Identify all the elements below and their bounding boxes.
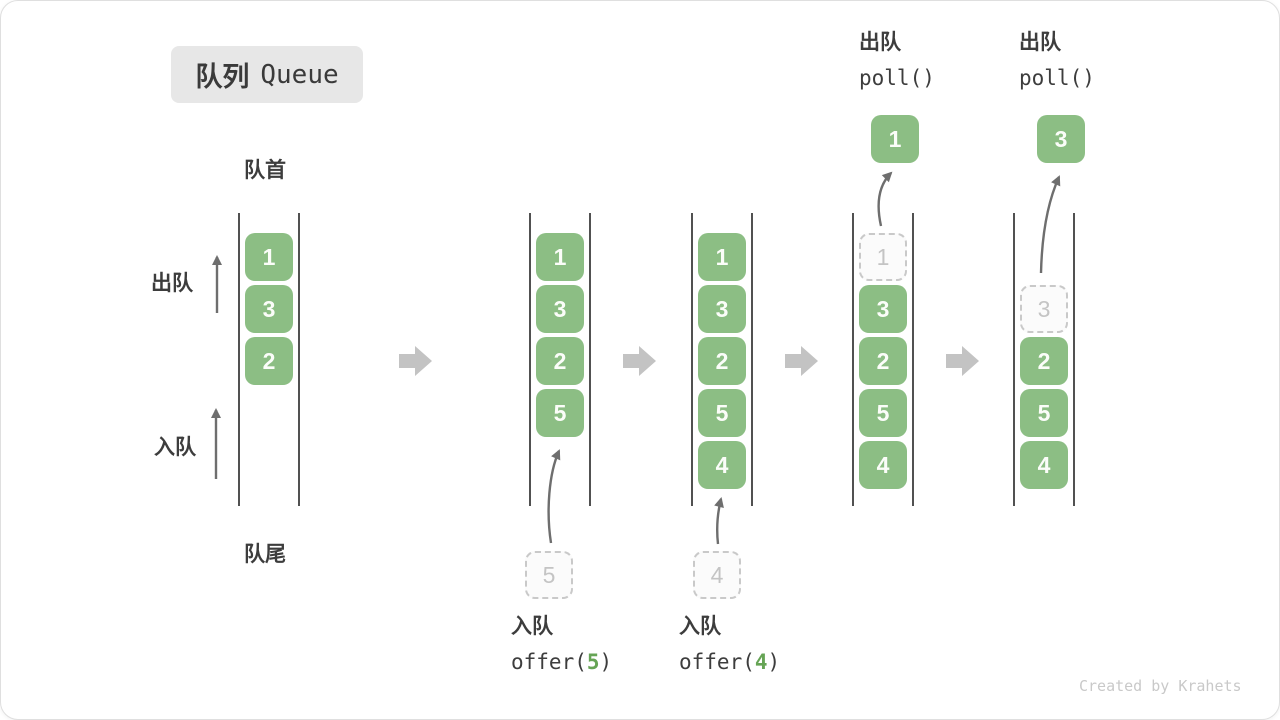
queue-box: 3: [859, 285, 907, 333]
queue-wall-left: [238, 213, 240, 506]
label-dequeue: 出队: [151, 272, 193, 295]
code-close: ): [599, 650, 613, 674]
right-block-arrow-icon: [399, 346, 432, 376]
enqueue-4-arrow-icon: [714, 497, 724, 545]
queue-box: 5: [1020, 389, 1068, 437]
queue-box: 4: [859, 441, 907, 489]
incoming-ghost-box: 5: [525, 551, 573, 599]
queue-box: 3: [536, 285, 584, 333]
queue-box: 3: [698, 285, 746, 333]
queue-wall-right: [1073, 213, 1075, 506]
operation-caption: 入队 offer(4): [679, 615, 780, 675]
code-arg: 4: [754, 650, 768, 674]
label-queue-rear: 队尾: [244, 543, 286, 566]
title-badge: 队列 Queue: [171, 46, 363, 103]
right-block-arrow-icon: [946, 346, 979, 376]
queue-wall-right: [912, 213, 914, 506]
queue-box: 2: [859, 337, 907, 385]
queue-box: 2: [698, 337, 746, 385]
code-arg: 5: [586, 650, 600, 674]
queue-wall-right: [589, 213, 591, 506]
title-en: Queue: [260, 59, 339, 90]
queue-box: 5: [698, 389, 746, 437]
queue-box: 2: [1020, 337, 1068, 385]
queue-wall-right: [298, 213, 300, 506]
queue-box: 4: [1020, 441, 1068, 489]
queue-box: 4: [698, 441, 746, 489]
operation-code: poll(): [859, 66, 935, 90]
operation-caption: 出队 poll(): [1019, 31, 1095, 91]
queue-wall-right: [751, 213, 753, 506]
operation-label: 出队: [859, 31, 901, 54]
operation-label: 入队: [679, 615, 721, 638]
operation-code: offer(5): [511, 649, 612, 675]
queue-box: 1: [698, 233, 746, 281]
operation-label: 出队: [1019, 31, 1061, 54]
queue-wall-left: [529, 213, 531, 506]
title-zh: 队列: [195, 62, 250, 92]
dequeue-1-arrow-icon: [877, 171, 893, 227]
dequeued-ghost-box: 1: [859, 233, 907, 281]
queue-box: 2: [536, 337, 584, 385]
popped-box: 1: [871, 115, 919, 163]
enqueue-5-arrow-icon: [547, 449, 561, 544]
queue-wall-left: [1013, 213, 1015, 506]
right-block-arrow-icon: [623, 346, 656, 376]
right-block-arrow-icon: [785, 346, 818, 376]
code-fn: offer(: [511, 650, 587, 674]
watermark: Created by Krahets: [1079, 677, 1242, 695]
code-close: ): [767, 650, 781, 674]
operation-code: poll(): [1019, 66, 1095, 90]
label-queue-front: 队首: [244, 159, 286, 182]
queue-box: 1: [536, 233, 584, 281]
operation-caption: 出队 poll(): [859, 31, 935, 91]
queue-box: 2: [245, 337, 293, 385]
code-fn: offer(: [679, 650, 755, 674]
operation-caption: 入队 offer(5): [511, 615, 612, 675]
operation-label: 入队: [511, 615, 553, 638]
operation-code: offer(4): [679, 649, 780, 675]
queue-wall-left: [691, 213, 693, 506]
incoming-ghost-box: 4: [693, 551, 741, 599]
queue-box: 5: [859, 389, 907, 437]
dequeue-3-arrow-icon: [1039, 175, 1061, 274]
label-enqueue: 入队: [154, 436, 196, 459]
queue-box: 3: [245, 285, 293, 333]
popped-box: 3: [1037, 115, 1085, 163]
queue-box: 5: [536, 389, 584, 437]
dequeued-ghost-box: 3: [1020, 285, 1068, 333]
queue-box: 1: [245, 233, 293, 281]
queue-wall-left: [852, 213, 854, 506]
